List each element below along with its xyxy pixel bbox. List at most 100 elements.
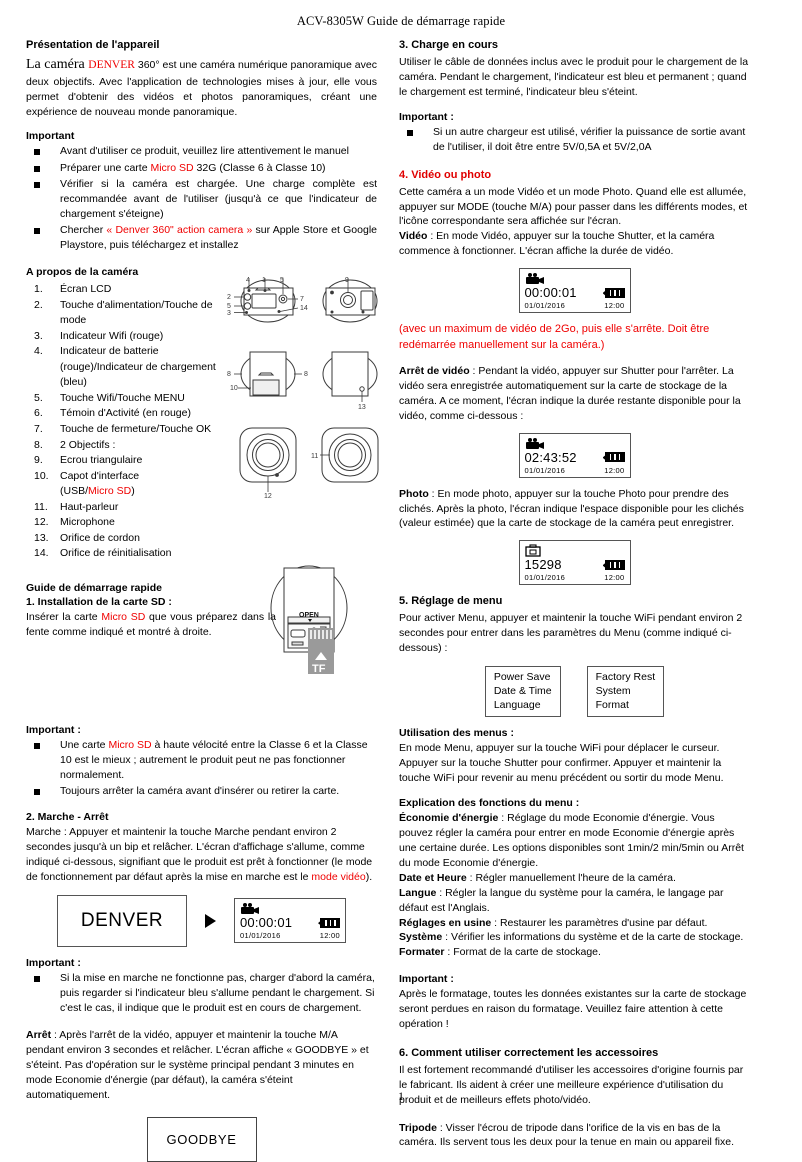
text-red: mode vidéo [311, 870, 366, 883]
heading-step5: 5. Réglage de menu [399, 595, 503, 608]
brand-denver: DENVER [88, 58, 135, 71]
function-text: : Vérifier les informations du système e… [442, 931, 744, 944]
heading-important-4: Important : [399, 110, 454, 123]
svg-text:11: 11 [311, 453, 318, 460]
note-video-limit: (avec un maximum de vidéo de 2Go, puis e… [399, 323, 710, 352]
list-item: 1.Écran LCD [26, 282, 241, 298]
function-text: : Réglage du mode Economie d'énergie. Vo… [399, 812, 744, 869]
tripod-label: Tripode [399, 1121, 437, 1134]
item-text: Ecrou triangulaire [60, 454, 143, 467]
svg-text:14: 14 [300, 305, 308, 312]
menu-item[interactable]: Date & Time [493, 685, 552, 698]
page-number: 1 [398, 1089, 404, 1103]
svg-text:4: 4 [246, 277, 250, 284]
sd-insert-figure: OPEN TF [244, 562, 374, 689]
lcd-datetime-row: 01/01/2016 12:00 [525, 466, 625, 475]
item-number: 8. [34, 438, 43, 451]
lcd-date: 01/01/2016 [524, 573, 566, 583]
item-post: à haute vélocité entre la Classe 6 et la… [60, 738, 368, 781]
item-number: 2. [34, 298, 43, 311]
heading-step3: 3. Charge en cours [399, 39, 499, 51]
item-text: Indicateur Wifi (rouge) [60, 329, 164, 342]
function-label: Système [399, 931, 443, 944]
list-important-3: Si la mise en marche ne fonctionne pas, … [26, 971, 377, 1016]
lcd-clock: 12:00 [604, 465, 625, 475]
item-text: Indicateur de batterie (rouge)/Indicateu… [60, 345, 216, 389]
item-red: Micro SD [150, 161, 194, 174]
lcd-photo-count: 15298 01/01/2016 12:00 [518, 540, 631, 586]
lcd-remaining-wrap: 02:43:52 01/01/2016 12:00 [399, 432, 750, 478]
text-red: Micro SD [101, 610, 146, 623]
lcd-time: 00:00:01 [240, 915, 293, 931]
svg-text:8: 8 [227, 371, 231, 378]
open-label: OPEN [299, 612, 319, 619]
function-label: Date et Heure [399, 871, 467, 884]
quickstart-block: Guide de démarrage rapide 1. Installatio… [26, 574, 377, 640]
svg-text:TF: TF [312, 663, 326, 675]
lcd-datetime-row: 01/01/2016 12:00 [525, 301, 625, 310]
stop-label: Arrêt [26, 1028, 52, 1041]
item-text: Touche de fermeture/Touche OK [60, 422, 212, 435]
lcd-count-row: 15298 [525, 557, 625, 572]
list-item: Chercher « Denver 360" action camera » s… [26, 223, 377, 253]
svg-text:13: 13 [358, 404, 366, 411]
item-number: 13. [34, 531, 49, 544]
item-red: « Denver 360" action camera » [106, 223, 253, 236]
list-item: Si la mise en marche ne fonctionne pas, … [26, 971, 377, 1016]
stop-body: : Après l'arrêt de la vidéo, appuyer et … [26, 1028, 369, 1101]
paragraph-important-5: Après le formatage, toutes les données e… [399, 988, 747, 1031]
item-text: Une carte [60, 738, 109, 751]
svg-text:5: 5 [280, 277, 284, 284]
menu-item[interactable]: Language [493, 699, 541, 712]
item-text: Chercher [60, 223, 107, 236]
item-red: Micro SD [108, 738, 152, 751]
item-text: (USB/ [60, 485, 89, 498]
item-text: Avant d'utiliser ce produit, veuillez li… [60, 145, 349, 158]
function-text: : Régler la langue du système pour la ca… [399, 886, 724, 914]
paragraph-menu-usage: En mode Menu, appuyer sur la touche WiFi… [399, 742, 724, 785]
list-important-4: Si un autre chargeur est utilisé, vérifi… [399, 125, 750, 155]
function-factory-reset: Réglages en usine : Restaurer les paramè… [399, 916, 750, 931]
heading-about-camera: A propos de la caméra [26, 266, 139, 279]
menu-item[interactable]: System [595, 685, 631, 698]
heading-important-5: Important : [399, 973, 454, 986]
function-text: : Régler manuellement l'heure de la camé… [466, 871, 676, 884]
list-item: 3.Indicateur Wifi (rouge) [26, 329, 241, 345]
lcd-remaining-time: 02:43:52 01/01/2016 12:00 [518, 432, 631, 478]
svg-text:9: 9 [345, 277, 349, 284]
page-title: ACV-8305W Guide de démarrage rapide [296, 14, 506, 28]
svg-text:2: 2 [227, 294, 231, 301]
list-item: 13.Orifice de cordon [26, 531, 241, 547]
list-item: Vérifier si la caméra est chargée. Une c… [26, 177, 377, 222]
paragraph-step5: Pour activer Menu, appuyer et maintenir … [399, 612, 743, 655]
lcd-time: 02:43:52 [524, 449, 577, 465]
menu-item[interactable]: Power Save [493, 670, 551, 683]
camera-diagram-svg: 41 59 253 714 810 8 13 12 11 [227, 277, 379, 500]
svg-text:1: 1 [262, 277, 266, 284]
paragraph-stop-video: Arrêt de vidéo : Pendant la vidéo, appuy… [399, 364, 750, 424]
list-item: 4.Indicateur de batterie (rouge)/Indicat… [26, 344, 241, 391]
paragraph-step3: Utiliser le câble de données inclus avec… [399, 55, 749, 98]
paragraph-tripod: Tripode : Visser l'écrou de tripode dans… [399, 1121, 750, 1151]
item-number: 9. [34, 454, 43, 467]
item-post: 32G (Classe 6 à Classe 10) [193, 161, 326, 174]
battery-icon [318, 917, 340, 928]
item-number: 10. [34, 469, 49, 482]
heading-important-2: Important : [26, 723, 81, 736]
menu-item[interactable]: Factory Rest [595, 670, 656, 683]
item-text: Microphone [60, 516, 115, 529]
battery-icon [602, 287, 625, 298]
paragraph-stop: Arrêt : Après l'arrêt de la vidéo, appuy… [26, 1028, 377, 1103]
function-text: : Restaurer les paramètres d'usine par d… [491, 916, 708, 929]
list-item: 11.Haut-parleur [26, 500, 241, 516]
item-text: Témoin d'Activité (en rouge) [60, 407, 191, 420]
menu-item[interactable]: Format [595, 699, 629, 712]
photo-body: : En mode photo, appuyer sur la touche P… [399, 487, 744, 530]
lead-text: La caméra [26, 56, 89, 72]
item-number: 12. [34, 516, 49, 529]
list-item: 9. Ecrou triangulaire [26, 453, 241, 469]
heading-step1: 1. Installation de la carte SD : [26, 595, 172, 608]
list-item: 12. Microphone [26, 515, 241, 531]
video-camera-icon [525, 272, 625, 285]
